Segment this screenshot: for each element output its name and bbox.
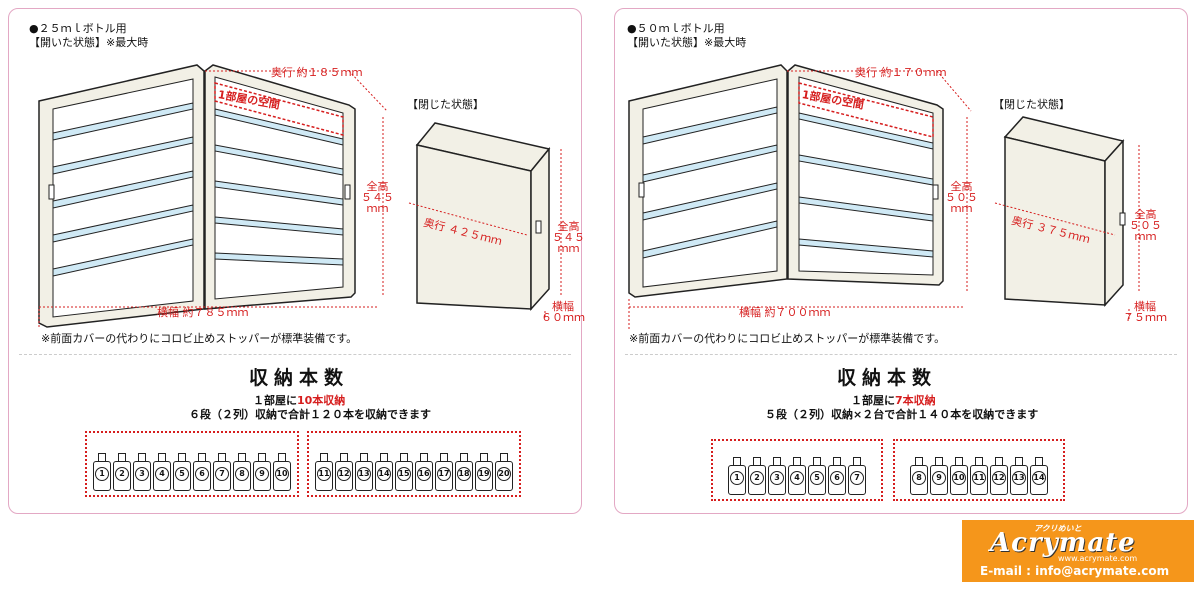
capacity-line1: １部屋に7本収納 bbox=[851, 394, 936, 407]
bottle-icon: 8 bbox=[910, 457, 928, 495]
stopper-note: ※前面カバーの代わりにコロビ止めストッパーが標準装備です。 bbox=[41, 332, 358, 345]
capacity-line2: ５段（２列）収納×２台で合計１４０本を収納できます bbox=[765, 408, 1039, 421]
bottle-icon: 14 bbox=[375, 453, 393, 491]
bottle-icon: 4 bbox=[788, 457, 806, 495]
dim-depth-open: 奥行 約１８５ｍｍ bbox=[271, 66, 363, 79]
divider bbox=[625, 354, 1177, 355]
stopper-note: ※前面カバーの代わりにコロビ止めストッパーが標準装備です。 bbox=[629, 332, 946, 345]
bottle-icon: 3 bbox=[133, 453, 151, 491]
capacity-line1: １部屋に10本収納 bbox=[253, 394, 346, 407]
bottle-icon: 12 bbox=[990, 457, 1008, 495]
brand-logo: Acrymate bbox=[990, 528, 1136, 558]
bottle-icon: 11 bbox=[970, 457, 988, 495]
brand-banner: アクリめいと Acrymate www.acrymate.com E-mail … bbox=[962, 520, 1194, 582]
brand-url: www.acrymate.com bbox=[1058, 554, 1138, 563]
header-line1: ●２５ｍｌボトル用 bbox=[29, 22, 127, 35]
bottle-icon: 13 bbox=[355, 453, 373, 491]
cabinet-drawing-50ml bbox=[628, 64, 1140, 329]
bottle-icon: 3 bbox=[768, 457, 786, 495]
bottle-icon: 9 bbox=[253, 453, 271, 491]
bottle-icon: 8 bbox=[233, 453, 251, 491]
dim-width-open: 横幅 約７８５ｍｍ bbox=[157, 306, 249, 319]
bottle-icon: 6 bbox=[828, 457, 846, 495]
bottle-icon: 18 bbox=[455, 453, 473, 491]
bottle-icon: 11 bbox=[315, 453, 333, 491]
header-line2: 【開いた状態】※最大時 bbox=[29, 36, 149, 49]
bottle-icon: 10 bbox=[273, 453, 291, 491]
bottle-icon: 7 bbox=[213, 453, 231, 491]
closed-state-label: 【閉じた状態】 bbox=[407, 98, 484, 111]
bottle-icon: 4 bbox=[153, 453, 171, 491]
bottle-icon: 13 bbox=[1010, 457, 1028, 495]
bottle-icon: 2 bbox=[113, 453, 131, 491]
bottle-icon: 6 bbox=[193, 453, 211, 491]
bottle-icon: 16 bbox=[415, 453, 433, 491]
bottle-icon: 7 bbox=[848, 457, 866, 495]
bottle-icon: 20 bbox=[495, 453, 513, 491]
bottle-icon: 15 bbox=[395, 453, 413, 491]
bottle-icon: 2 bbox=[748, 457, 766, 495]
brand-kana: アクリめいと bbox=[1034, 524, 1082, 533]
bottle-icon: 19 bbox=[475, 453, 493, 491]
capacity-line2: ６段（２列）収納で合計１２０本を収納できます bbox=[189, 408, 431, 421]
brand-email: E-mail : info@acrymate.com bbox=[980, 564, 1170, 578]
bottle-icon: 1 bbox=[728, 457, 746, 495]
cabinet-drawing-25ml bbox=[38, 64, 562, 329]
bottle-icon: 9 bbox=[930, 457, 948, 495]
bottle-icon: 5 bbox=[173, 453, 191, 491]
dim-depth-open: 奥行 約１７０ｍｍ bbox=[855, 66, 947, 79]
header-line2: 【開いた状態】※最大時 bbox=[627, 36, 747, 49]
divider bbox=[19, 354, 571, 355]
bottle-icon: 17 bbox=[435, 453, 453, 491]
bottle-icon: 1 bbox=[93, 453, 111, 491]
bottle-icon: 14 bbox=[1030, 457, 1048, 495]
bottle-icon: 10 bbox=[950, 457, 968, 495]
header-line1: ●５０ｍｌボトル用 bbox=[627, 22, 725, 35]
capacity-title: 収納本数 bbox=[249, 367, 350, 389]
panel-25ml: ●２５ｍｌボトル用 【開いた状態】※最大時 1部屋の空間 奥行 約１８５ｍｍ 全… bbox=[8, 8, 585, 514]
dim-width-open: 横幅 約７００ｍｍ bbox=[739, 306, 831, 319]
bottle-icon: 12 bbox=[335, 453, 353, 491]
closed-state-label: 【閉じた状態】 bbox=[993, 98, 1070, 111]
bottle-icon: 5 bbox=[808, 457, 826, 495]
panel-50ml: ●５０ｍｌボトル用 【開いた状態】※最大時 1部屋の空間 奥行 約１７０ｍｍ 全… bbox=[614, 8, 1188, 514]
capacity-title: 収納本数 bbox=[837, 367, 938, 389]
